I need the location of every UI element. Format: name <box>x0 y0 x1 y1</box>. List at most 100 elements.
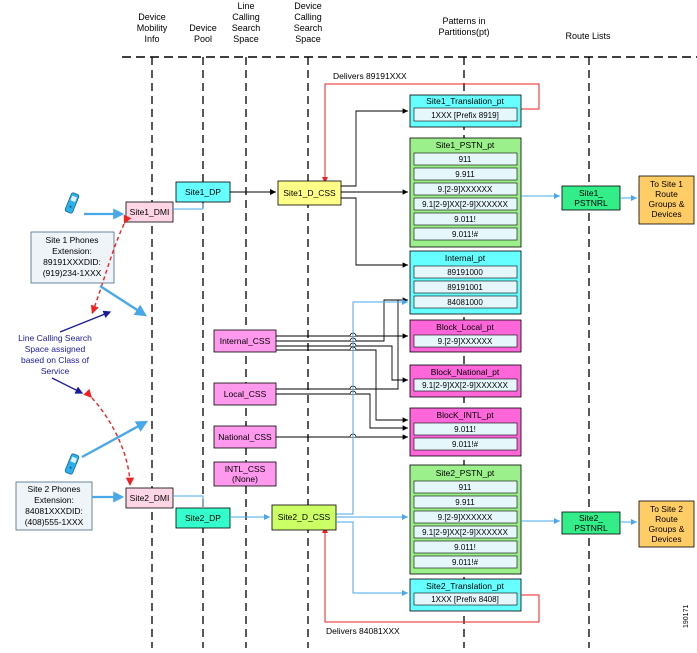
site1-phones-line2: Extension: <box>52 246 92 256</box>
site1-translation-row: 1XXX [Prefix 8919] <box>431 111 499 120</box>
site2-dmi-to-dp-line <box>173 495 204 507</box>
note-line3: based on Class of <box>21 355 90 365</box>
note-arrow-up <box>59 310 112 333</box>
header-device-mobility-line1: Device <box>138 12 166 22</box>
site1-translation-pt: Site1_Translation_pt 1XXX [Prefix 8919] <box>409 94 522 128</box>
note-line2: Space assigned <box>25 344 86 354</box>
site1-css-to-translation-arrow <box>341 108 408 187</box>
header-device-mobility-line2: Mobility <box>137 23 168 33</box>
header-device-mobility-line3: Info <box>144 34 159 44</box>
site2-phones-line1: Site 2 Phones <box>28 484 81 494</box>
site1-css-to-internal-arrow <box>341 197 408 268</box>
figure-id: 190171 <box>683 605 690 628</box>
site2-pstn-row-1: 911 <box>459 483 472 492</box>
column-headers: Device Mobility Info Device Pool Line Ca… <box>137 1 611 44</box>
site2-pstn-row-6: 9.011!# <box>452 558 479 567</box>
site1-phones-line4: (919)234-1XXX <box>43 268 102 278</box>
site2-route-groups-line1: To Site 2 <box>650 504 683 514</box>
site1-pstn-pt: Site1_PSTN_pt 911 9.911 9.[2-9]XXXXXX 9.… <box>409 137 522 248</box>
site2-pstn-row-4: 9.1[2-9]XX[2-9]XXXXXX <box>422 528 508 537</box>
line-css-note: Line Calling Search Space assigned based… <box>18 333 92 376</box>
site1-dp-label: Site1_DP <box>185 187 221 197</box>
block-local-pt-title: Block_Local_pt <box>436 322 494 332</box>
internal-pt-row-3: 84081000 <box>447 298 483 307</box>
header-device-css-line4: Space <box>295 34 321 44</box>
block-intl-pt: BlocK_INTL_pt 9.011! 9.011!# <box>409 407 522 457</box>
site2-roam-arrow <box>81 420 149 459</box>
national-css: National_CSS <box>213 425 277 449</box>
site2-dmi: Site2_DMI <box>125 487 174 509</box>
site2-translation-pt: Site2_Translation_pt 1XXX [Prefix 8408] <box>409 578 522 612</box>
block-intl-pt-row-1: 9.011! <box>454 425 476 434</box>
note-line1: Line Calling Search <box>18 333 92 343</box>
site2-route-groups-line4: Devices <box>651 534 681 544</box>
site1-d-css: Site1_D_CSS <box>277 180 342 206</box>
site2-phones-line3: 84081XXXDID: <box>25 506 83 516</box>
header-line-css-line3: Search <box>232 23 261 33</box>
site2-route-groups: To Site 2 Route Groups & Devices <box>638 500 695 548</box>
site1-pstn-row-1: 911 <box>459 155 472 164</box>
block-national-pt: Block_National_pt 9.1[2-9]XX[2-9]XXXXXX <box>409 364 522 398</box>
header-line-css-line4: Space <box>233 34 259 44</box>
local-css: Local_CSS <box>213 382 277 406</box>
site2-translation-row: 1XXX [Prefix 8408] <box>431 595 499 604</box>
internal-pt-row-1: 89191000 <box>447 268 483 277</box>
note-arrow-down <box>51 377 84 394</box>
site2-pstn-pt-title: Site2_PSTN_pt <box>436 468 495 478</box>
site2-pstn-row-3: 9.[2-9]XXXXXX <box>438 513 493 522</box>
internal-pt-title: Internal_pt <box>445 253 486 263</box>
header-line-css-line1: Line <box>237 1 254 11</box>
line-css-connectors <box>276 297 408 440</box>
site2-delivers-label: Delivers 84081XXX <box>326 626 400 636</box>
site1-translation-pt-title: Site1_Translation_pt <box>426 96 504 106</box>
site2-css-to-internal-arrow <box>336 299 408 515</box>
site2-pstnrl-line1: Site2_ <box>579 513 603 523</box>
header-device-css-line2: Calling <box>294 12 322 22</box>
header-device-pool-line1: Device <box>189 23 217 33</box>
site1-pstn-row-5: 9.011! <box>454 215 476 224</box>
site1-route-groups: To Site 1 Route Groups & Devices <box>638 175 695 225</box>
header-device-css-line1: Device <box>294 1 322 11</box>
block-national-pt-row-1: 9.1[2-9]XX[2-9]XXXXXX <box>422 381 508 390</box>
site1-phone-icon <box>64 192 80 214</box>
intl-css-line2: (None) <box>232 474 258 484</box>
header-patterns-line1: Patterns in <box>442 16 485 26</box>
header-device-css-line3: Search <box>294 23 323 33</box>
site2-dp-label: Site2_DP <box>185 513 221 523</box>
internal-css-label: Internal_CSS <box>220 336 271 346</box>
site2-pstnrl-line2: PSTNRL <box>574 523 608 533</box>
site1-pstn-pt-title: Site1_PSTN_pt <box>436 140 495 150</box>
site2-pstn-row-5: 9.011! <box>454 543 476 552</box>
site2-phones-box: Site 2 Phones Extension: 84081XXXDID: (4… <box>15 481 93 531</box>
site1-dmi-to-dp-line <box>173 203 204 210</box>
block-local-pt: Block_Local_pt 9.[2-9]XXXXXX <box>409 319 522 353</box>
national-css-label: National_CSS <box>218 432 272 442</box>
header-device-pool-line2: Pool <box>194 34 212 44</box>
site1-roam-arrow <box>99 284 148 317</box>
site1-d-css-label: Site1_D_CSS <box>283 188 336 198</box>
site2-phone-icon <box>64 453 80 475</box>
site2-mobility-dashed-arrow <box>83 388 135 487</box>
site2-pstnrl: Site2_ PSTNRL <box>561 511 621 535</box>
site2-d-css-label: Site2_D_CSS <box>278 512 331 522</box>
site1-route-groups-line4: Devices <box>651 209 681 219</box>
site1-pstnrl: Site1_ PSTNRL <box>561 185 621 211</box>
block-intl-pt-title: BlocK_INTL_pt <box>436 410 494 420</box>
site1-dmi-label: Site1_DMI <box>130 207 170 217</box>
local-css-label: Local_CSS <box>224 389 267 399</box>
block-intl-pt-row-2: 9.011!# <box>452 440 479 449</box>
site1-mobility-dashed-arrow <box>90 214 132 315</box>
site1-route-groups-line1: To Site 1 <box>650 179 683 189</box>
site1-pstnrl-line2: PSTNRL <box>574 198 608 208</box>
site1-phones-line3: 89191XXXDID: <box>43 257 101 267</box>
site2-phones-line2: Extension: <box>34 495 74 505</box>
site1-pstn-row-3: 9.[2-9]XXXXXX <box>438 185 493 194</box>
site2-css-to-translation-arrow <box>336 521 408 596</box>
site1-pstn-row-4: 9.1[2-9]XX[2-9]XXXXXX <box>422 200 508 209</box>
header-patterns-line2: Partitions(pt) <box>438 27 489 37</box>
site2-route-groups-line2: Route <box>655 514 678 524</box>
site1-phones-line1: Site 1 Phones <box>46 235 99 245</box>
site2-pstn-row-2: 9.911 <box>455 498 475 507</box>
